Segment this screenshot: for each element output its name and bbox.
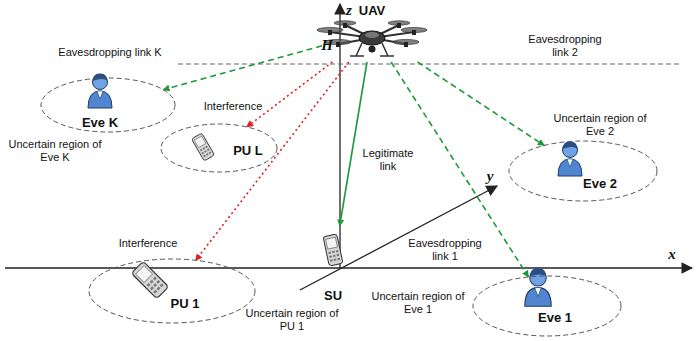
drone-body: [359, 31, 385, 45]
uncertain-region: PU 1Uncertain region of PU 1: [88, 258, 256, 324]
region-label: Uncertain region of PU 1: [242, 307, 342, 332]
region-ellipse: [509, 141, 657, 201]
drone-rotors: [317, 21, 427, 45]
link-arrow: [163, 46, 322, 90]
link-label: Eavesdropping link 1: [403, 237, 487, 262]
link-label: Interference: [202, 100, 265, 113]
link-label: Interference: [117, 237, 180, 250]
device-node: UAV: [322, 2, 422, 62]
region-label: Uncertain region of Eve 2: [550, 112, 650, 137]
uncertain-region: Eve KUncertain region of Eve K: [40, 77, 176, 133]
region-ellipse: [89, 259, 255, 323]
drone-camera: [369, 46, 376, 53]
phone-icon: [131, 261, 168, 298]
eavesdropper-icon: [558, 141, 582, 176]
link-label: Eavesdropping link 2: [518, 33, 612, 58]
node-label: PU 1: [171, 297, 200, 312]
link-arrow: [196, 62, 349, 260]
region-outline: [508, 140, 658, 202]
region-outline: [88, 258, 256, 324]
region-label: Uncertain region of Eve 1: [370, 290, 466, 315]
node-label: SU: [324, 289, 342, 304]
phone-icon: [191, 133, 214, 161]
eavesdropper-icon: [525, 268, 551, 306]
uncertain-region: Eve 2Uncertain region of Eve 2: [508, 140, 658, 202]
node-label: UAV: [359, 4, 385, 19]
axis-label: x: [668, 246, 676, 263]
link-label: Legitimate link: [356, 147, 420, 172]
node-label: Eve 2: [583, 177, 617, 192]
node-label: Eve 1: [538, 311, 572, 326]
axis-label: H: [321, 37, 333, 54]
link-label: Eavesdropping link K: [56, 46, 163, 59]
region-label: Uncertain region of Eve K: [5, 138, 105, 163]
uav-drone: [317, 21, 427, 56]
drone-legs: [350, 43, 394, 56]
node-label: PU L: [233, 144, 263, 159]
phone-icon: [323, 234, 343, 266]
region-ellipse: [473, 276, 621, 336]
axis-label: z: [346, 2, 352, 19]
x-axis: [5, 267, 692, 268]
y-axis: [300, 186, 497, 290]
device-node: SU: [313, 226, 353, 306]
region-outline: [472, 275, 622, 337]
node-label: Eve K: [82, 116, 118, 131]
region-ellipse: [41, 78, 175, 132]
link-arrow: [247, 62, 333, 127]
uncertain-region: PU L: [160, 123, 278, 173]
link-arrow: [340, 62, 367, 226]
region-ellipse: [161, 124, 277, 172]
uncertain-region: Eve 1Uncertain region of Eve 1: [472, 275, 622, 337]
axis-label: y: [487, 168, 494, 185]
drone-top: [365, 32, 379, 38]
drone-motors: [328, 23, 416, 47]
eavesdropper-icon: [88, 73, 112, 108]
